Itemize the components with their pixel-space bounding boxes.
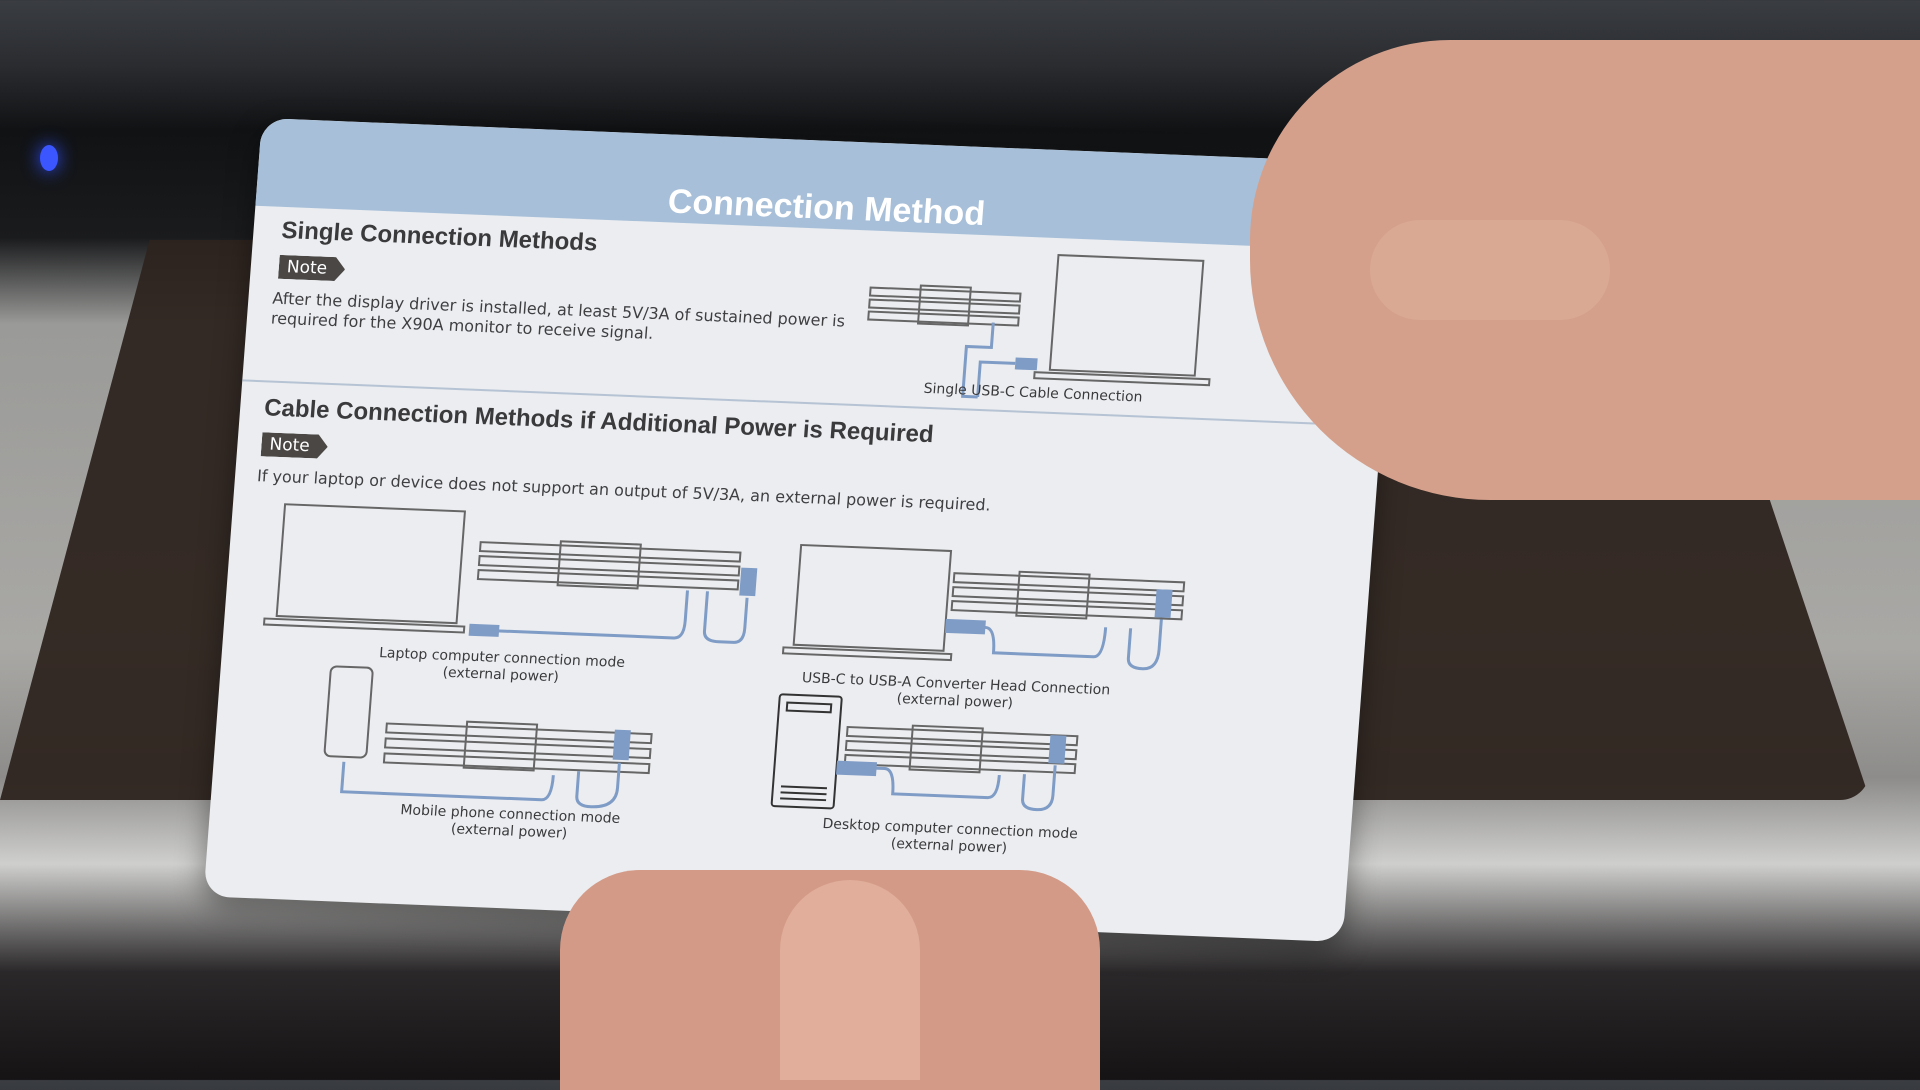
- laptop-mode-diagram: [262, 503, 758, 644]
- instruction-card: Connection Method Single Connection Meth…: [203, 118, 1402, 943]
- note-badge: Note: [261, 432, 329, 459]
- single-connection-diagram: [867, 254, 1211, 399]
- note-badge: Note: [278, 255, 346, 282]
- converter-mode-diagram: [781, 543, 1186, 671]
- left-thumb: [780, 880, 920, 1080]
- right-thumb: [1370, 220, 1610, 320]
- phone-mode-diagram: [323, 665, 653, 809]
- single-heading: Single Connection Methods: [280, 216, 599, 257]
- desktop-mode-diagram: [770, 693, 1079, 812]
- blue-led-light: [40, 145, 58, 171]
